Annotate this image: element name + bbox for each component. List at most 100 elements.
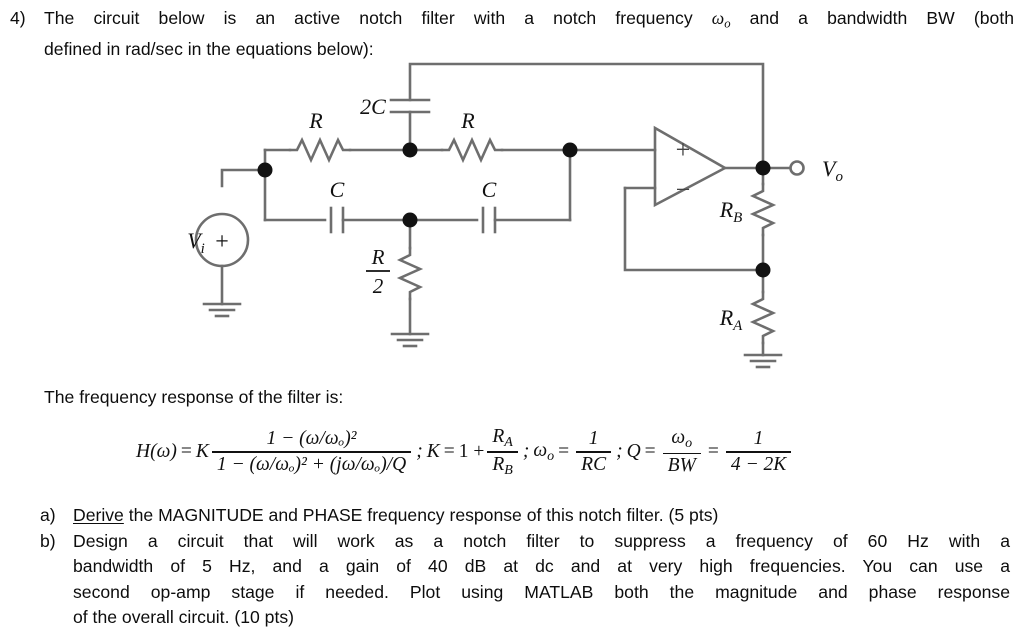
omega-fraction-numerator: 1 [588,428,599,450]
transfer-function-fraction: 1 − (ω/ωₒ)² 1 − (ω/ωₒ)² + (jω/ωₒ)/Q [211,428,412,475]
question-line-1-part-b: and a bandwidth BW (both [730,8,1015,28]
q-definition-fraction-2: 1 4 − 2K [725,428,792,475]
output-terminal-circle [789,160,805,176]
k-definition: K = 1 + RA RB [427,426,521,479]
transfer-function-expression: H(ω) = K 1 − (ω/ωₒ)² 1 − (ω/ωₒ)² + (jω/ω… [136,428,414,475]
k-fraction-denominator: RB [487,453,518,479]
task-list: a) Derive the MAGNITUDE and PHASE freque… [40,503,1010,631]
task-item-b: b) Design a circuit that will work as a … [40,529,1010,631]
equals-sign-5: = [707,440,719,462]
task-b-line-3: second op-amp stage if needed. Plot usin… [73,581,1010,602]
omega-definition: ωo = 1 RC [533,428,614,475]
frequency-response-caption: The frequency response of the filter is: [44,387,344,407]
circuit-diagram: + Vi R R 2C C C R 2 + − RB RA Vo [0,52,1024,382]
q-fraction2-denominator: 4 − 2K [730,453,787,475]
label-r-half-numerator: R [371,245,385,269]
omega-lhs-sub: o [547,447,555,464]
node-top-right [562,142,578,158]
opamp-triangle [653,125,728,208]
fraction-bar-k [487,451,518,453]
resistor-r-right [440,136,504,164]
q-definition-lhs: Q [626,440,641,462]
label-cap-c-right: C [482,177,497,202]
k-num-sub: A [504,433,513,450]
q-definition: Q = ωo BW = 1 4 − 2K [627,427,795,477]
gain-constant-k: K [195,440,209,462]
equals-sign-4: = [644,440,656,462]
task-a-marker: a) [40,505,56,525]
task-item-a: a) Derive the MAGNITUDE and PHASE freque… [40,503,1010,529]
label-rb: RB [719,197,743,226]
equals-sign-1: = [180,440,192,462]
omega-fraction-denominator: RC [581,453,607,475]
junction-dots [257,142,771,278]
resistor-r-left [288,136,352,164]
omega-definition-fraction: 1 RC [576,428,612,475]
task-a-underlined-word: Derive [73,505,124,525]
q-definition-fraction-1: ωo BW [662,427,701,477]
label-r-half-denominator: 2 [373,274,384,298]
transfer-function-numerator: 1 − (ω/ωₒ)² [266,428,357,450]
question-intro: 4) The circuit below is an active notch … [10,6,1014,62]
equation-separator-3: ; [616,441,623,462]
q-num1-sub: o [685,434,693,451]
equals-sign-3: = [558,440,570,462]
omega-definition-lhs: ωo [533,440,554,465]
node-output [755,160,771,176]
opamp-plus-sign: + [676,135,691,164]
node-bottom-mid [402,212,418,228]
wire-opamp-feedback-to-divider [623,186,765,272]
node-input [257,162,273,178]
q-num1-base: ω [671,427,686,449]
task-b-line-4: of the overall circuit. (10 pts) [73,607,294,627]
resistor-ra [749,290,777,345]
q-fraction2-numerator: 1 [753,428,764,450]
q-fraction1-denominator: BW [667,455,696,477]
equation-separator-1: ; [416,441,423,462]
fraction-bar-q2 [725,451,792,453]
label-r-top-left: R [308,108,323,133]
label-output: Vo [822,156,843,185]
source-label: Vi [187,228,205,257]
wire-source-to-node [220,168,267,188]
node-top-mid [402,142,418,158]
label-cap-c-left: C [330,177,345,202]
question-line-1-part-a: The circuit below is an active notch fil… [44,8,712,28]
k-definition-fraction: RA RB [487,426,518,479]
k-den-base: R [492,453,505,475]
fraction-bar-main [211,451,412,453]
task-b-line-2: bandwidth of 5 Hz, and a gain of 40 dB a… [73,556,1010,576]
resistor-rb [749,182,777,237]
label-cap-2c: 2C [360,94,386,119]
label-r-top-right: R [460,108,475,133]
k-num-base: R [492,425,505,447]
circuit-text-labels: + Vi R R 2C C C R 2 + − RB RA Vo [187,94,843,334]
question-line-1: The circuit below is an active notch fil… [44,6,1014,37]
source-polarity-label: + [215,229,229,255]
task-a-text: Derive the MAGNITUDE and PHASE frequency… [73,503,1010,529]
node-divider [755,262,771,278]
k-definition-lhs: K [426,440,440,462]
omega-symbol: ω [711,8,725,28]
fraction-bar-q1 [662,452,701,455]
opamp-minus-sign: − [676,175,691,204]
q-fraction1-numerator: ωo [666,427,697,453]
question-text: The circuit below is an active notch fil… [44,6,1014,62]
equation-separator-2: ; [522,441,530,462]
resistor-r-half [396,246,424,301]
fraction-bar-omega [576,451,612,453]
filter-equations: H(ω) = K 1 − (ω/ωₒ)² 1 − (ω/ωₒ)² + (jω/ω… [136,423,996,481]
question-line-2: defined in rad/sec in the equations belo… [44,38,374,59]
label-ra: RA [719,305,743,334]
task-b-line-1: Design a circuit that will work as a not… [73,530,1010,551]
transfer-function-denominator: 1 − (ω/ωₒ)² + (jω/ωₒ)/Q [216,453,407,475]
k-fraction-numerator: RA [487,426,518,452]
k-definition-lead: 1 + [458,440,485,462]
wire-feedback-top [408,62,765,170]
omega-subscript: o [724,16,731,31]
omega-lhs-base: ω [533,439,548,461]
k-den-sub: B [504,461,513,478]
task-b-marker: b) [40,530,56,551]
question-number: 4) [10,8,26,28]
